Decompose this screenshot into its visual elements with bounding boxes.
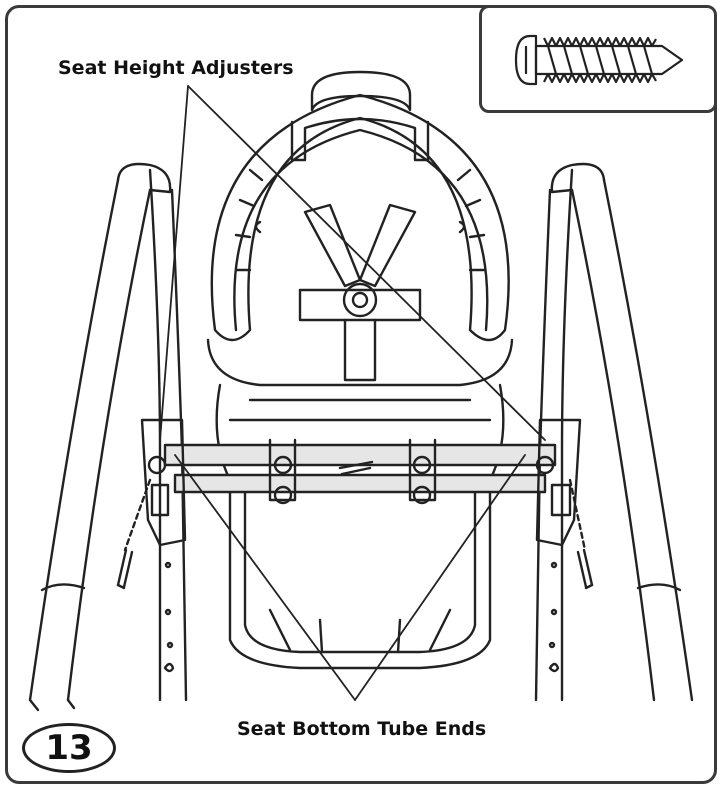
seat-bottom: [215, 383, 505, 670]
seat-bottom-tubes: [163, 438, 557, 505]
parts-inset: [479, 5, 717, 113]
seat-bottom-tube-ends-label: Seat Bottom Tube Ends: [237, 718, 487, 740]
seat-back: [206, 93, 514, 387]
right-legs: [534, 162, 694, 702]
adjuster-leader-lines: [159, 85, 546, 441]
left-legs: [28, 162, 188, 712]
seat-height-adjusters-label: Seat Height Adjusters: [58, 57, 294, 79]
screw-icon: [514, 34, 684, 86]
diagram-frame: [5, 5, 717, 784]
top-handle: [310, 70, 412, 112]
step-number-badge: 13: [22, 723, 116, 773]
tube-end-leader-lines: [174, 454, 526, 701]
screws: [116, 478, 594, 590]
seat-height-adjusters: [140, 418, 582, 547]
